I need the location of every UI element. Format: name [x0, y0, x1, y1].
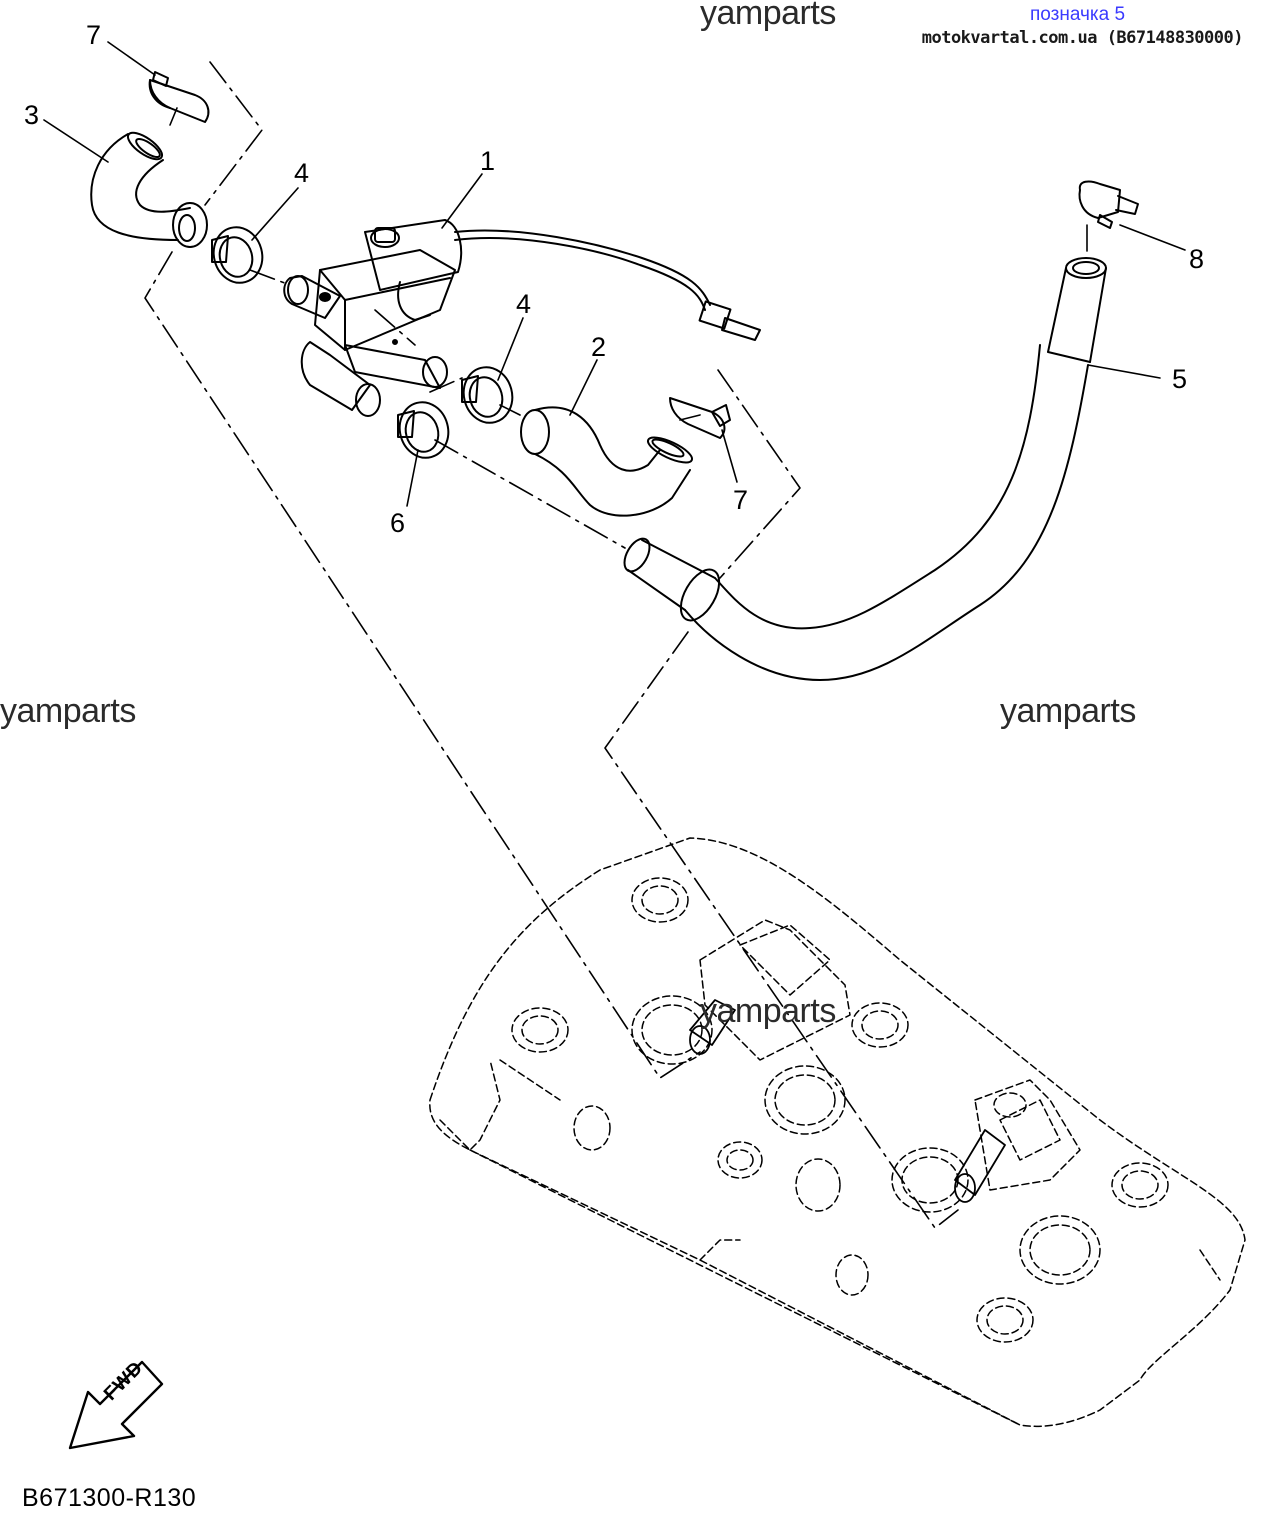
watermark-top: yamparts	[700, 0, 836, 32]
part-8-clip	[1078, 180, 1139, 229]
part-2-hose	[520, 406, 694, 517]
header-site: motokvartal.com.ua (B67148830000)	[921, 28, 1244, 48]
callout-8: 8	[1189, 244, 1205, 274]
callout-3: 3	[24, 100, 40, 130]
callout-7-middle: 7	[733, 485, 749, 515]
callout-4-right: 4	[516, 289, 532, 319]
callout-2: 2	[591, 332, 607, 362]
part-4-clamp-left	[211, 226, 264, 284]
callout-1: 1	[480, 146, 496, 176]
part-7-clip-middle	[669, 397, 731, 439]
assembly-guide-lines	[144, 61, 1088, 1229]
callout-7-top: 7	[86, 20, 102, 50]
part-6-clamp	[397, 401, 450, 459]
cylinder-head-phantom	[429, 837, 1246, 1428]
part-5-long-hose	[623, 257, 1107, 681]
header-tag: позначка 5	[1030, 4, 1126, 25]
watermark-left: yamparts	[0, 692, 136, 730]
part-4-clamp-right	[461, 366, 514, 424]
callout-4-left: 4	[294, 158, 310, 188]
part-7-clip-top	[148, 71, 210, 123]
watermark-right: yamparts	[1000, 692, 1136, 730]
watermark-center: yamparts	[700, 992, 836, 1030]
head-outlet-pipes	[689, 999, 1006, 1203]
callout-5: 5	[1172, 364, 1188, 394]
part-1-solenoid-valve	[283, 219, 761, 417]
part-3-elbow-pipe	[90, 131, 208, 248]
fwd-arrow	[68, 1360, 164, 1450]
callout-6: 6	[390, 508, 406, 538]
callout-leaders	[43, 41, 1186, 507]
reference-code: B671300-R130	[22, 1484, 197, 1512]
